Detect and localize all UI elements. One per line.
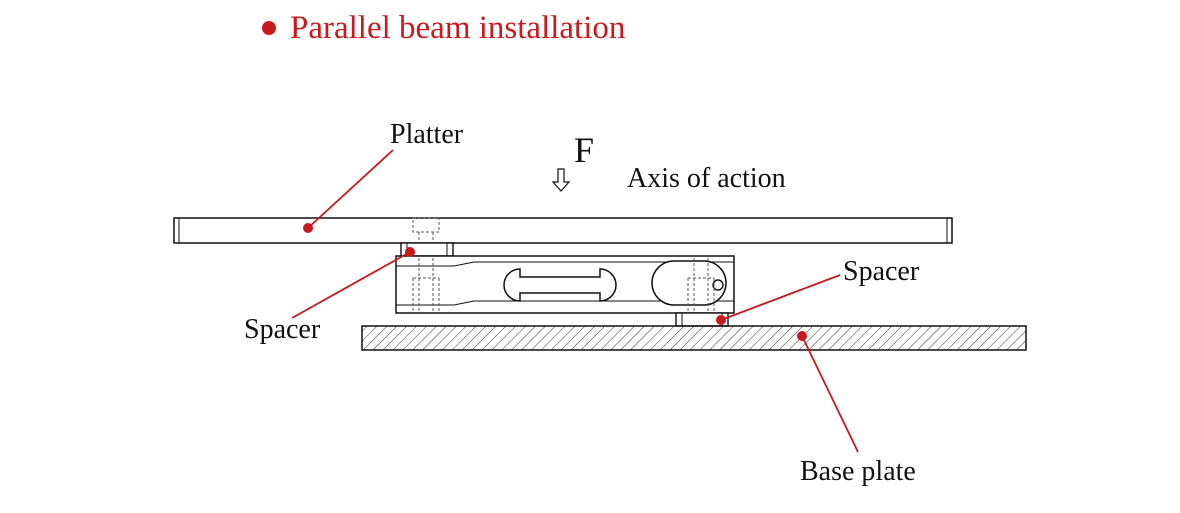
- leader-lines: [291, 149, 859, 453]
- load-cell: [395, 255, 735, 314]
- leader-dots: [303, 223, 807, 341]
- force-label: F: [574, 130, 595, 170]
- platter-label: Platter: [390, 119, 464, 150]
- base-plate: [361, 325, 1027, 351]
- page-title: Parallel beam installation: [290, 9, 626, 46]
- diagram-heading: Parallel beam installation: [262, 8, 625, 48]
- platter-screw-hole: [412, 217, 440, 260]
- base-plate-label: Base plate: [800, 456, 916, 487]
- platter: [173, 217, 953, 244]
- force-arrow-icon: [551, 168, 571, 192]
- spacer-left-label: Spacer: [244, 314, 321, 345]
- bullet-icon: [262, 21, 276, 35]
- axis-of-action-label: Axis of action: [627, 163, 786, 194]
- spacer-right-label: Spacer: [843, 256, 920, 287]
